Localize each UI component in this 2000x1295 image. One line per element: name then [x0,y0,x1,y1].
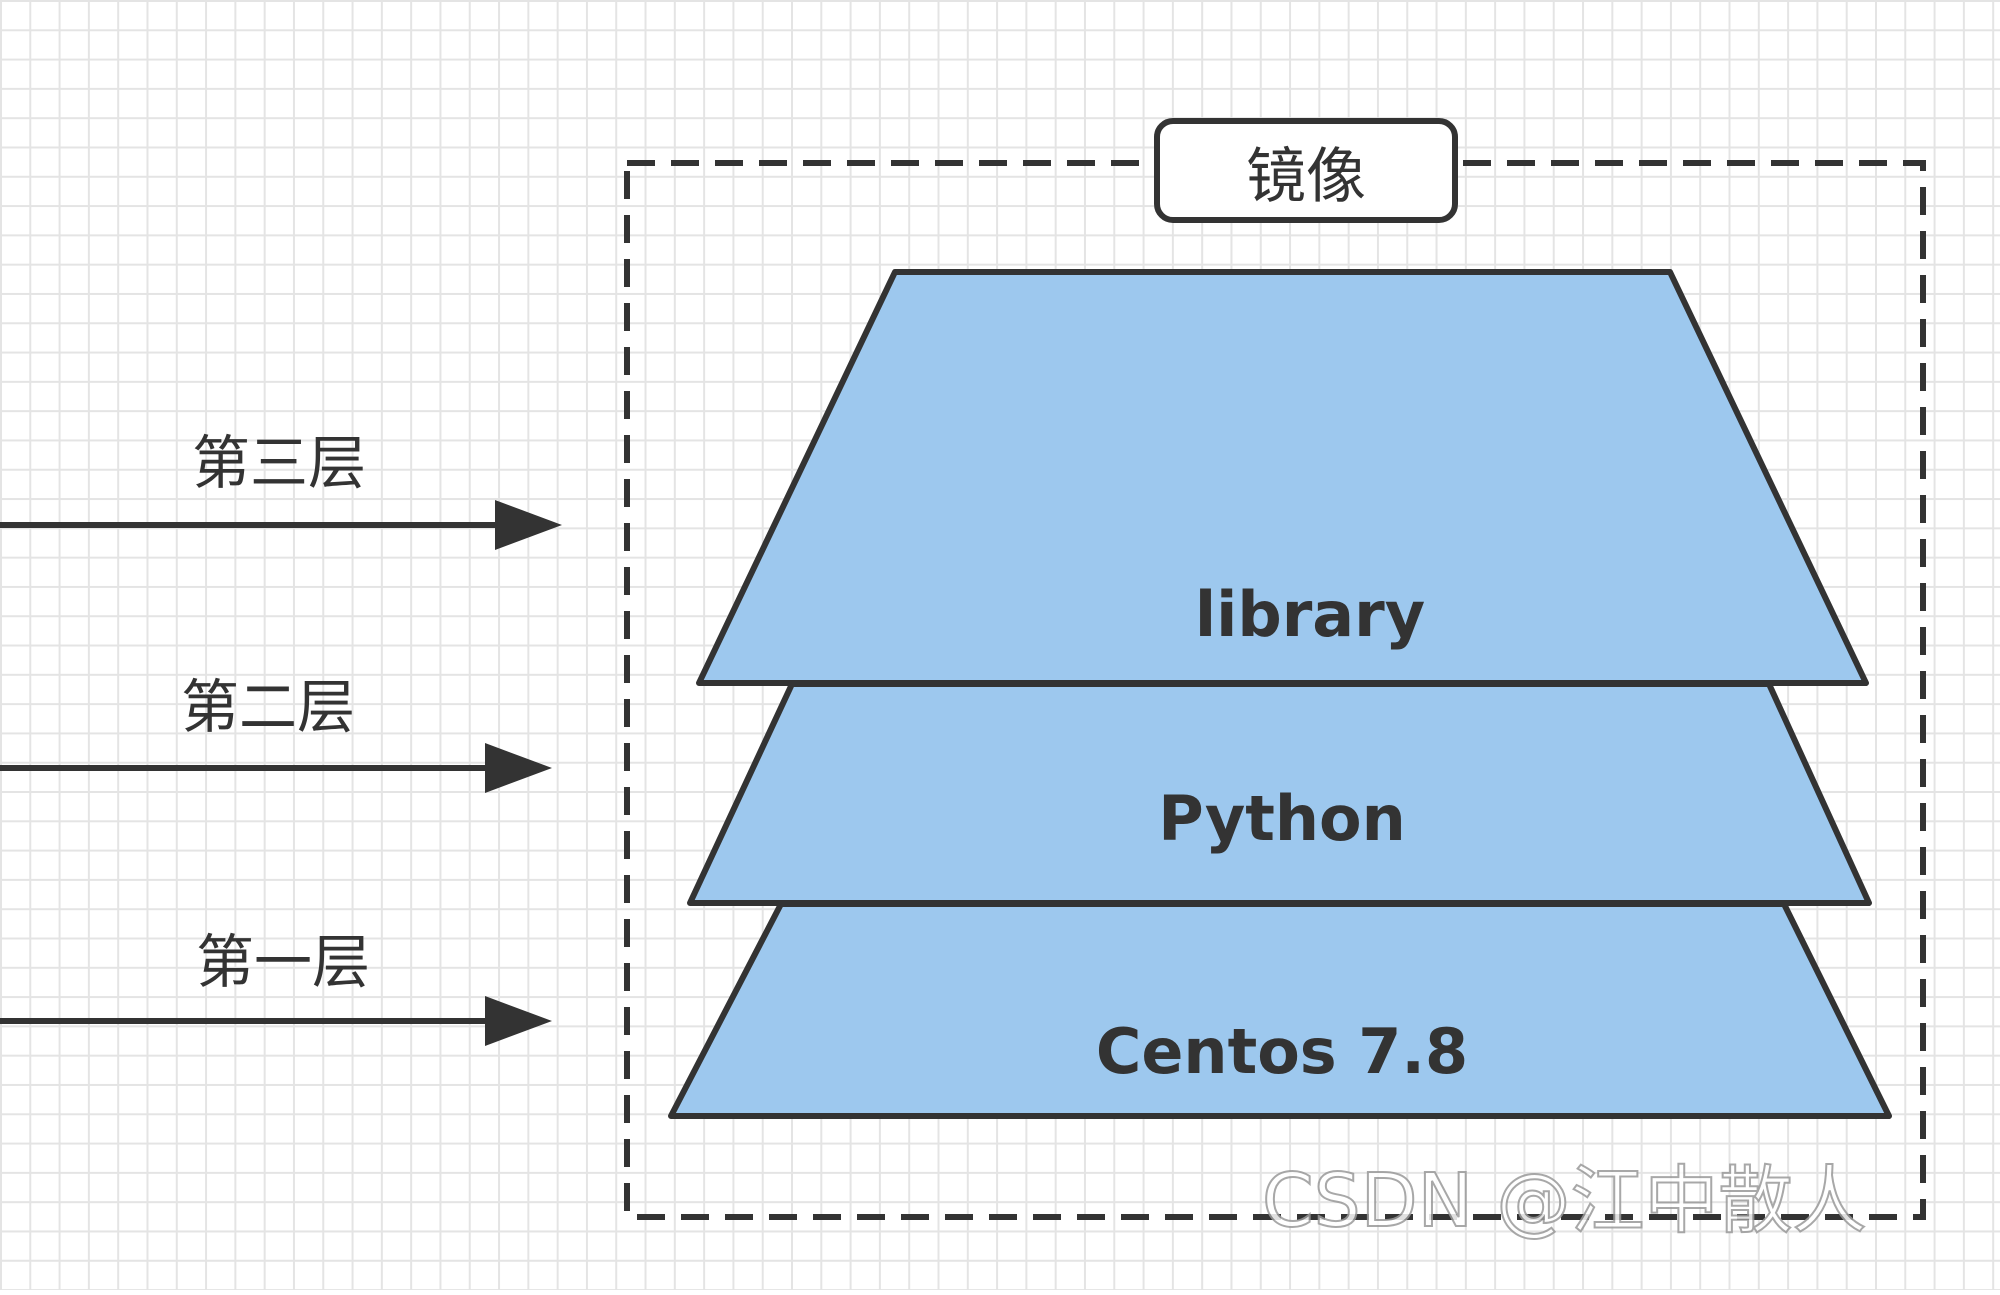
arrow-label-layer-3: 第三层 [192,429,366,497]
container-title-box [1154,118,1458,223]
arrow-label-layer-2: 第二层 [181,673,355,741]
layer-label-python: Python [1158,782,1406,855]
arrowhead-layer-2 [485,743,552,793]
layer-label-library: library [1195,578,1425,651]
image-container [624,160,1926,1220]
arrowhead-layer-1 [485,996,552,1046]
layer-library [696,269,1869,686]
watermark-text: CSDN @江中散人 [1262,1158,1867,1244]
container-title: 镜像 [1246,142,1366,212]
layer-label-centos: Centos 7.8 [1096,1015,1468,1088]
arrowhead-layer-3 [495,500,562,550]
arrow-label-layer-1: 第一层 [196,928,370,996]
